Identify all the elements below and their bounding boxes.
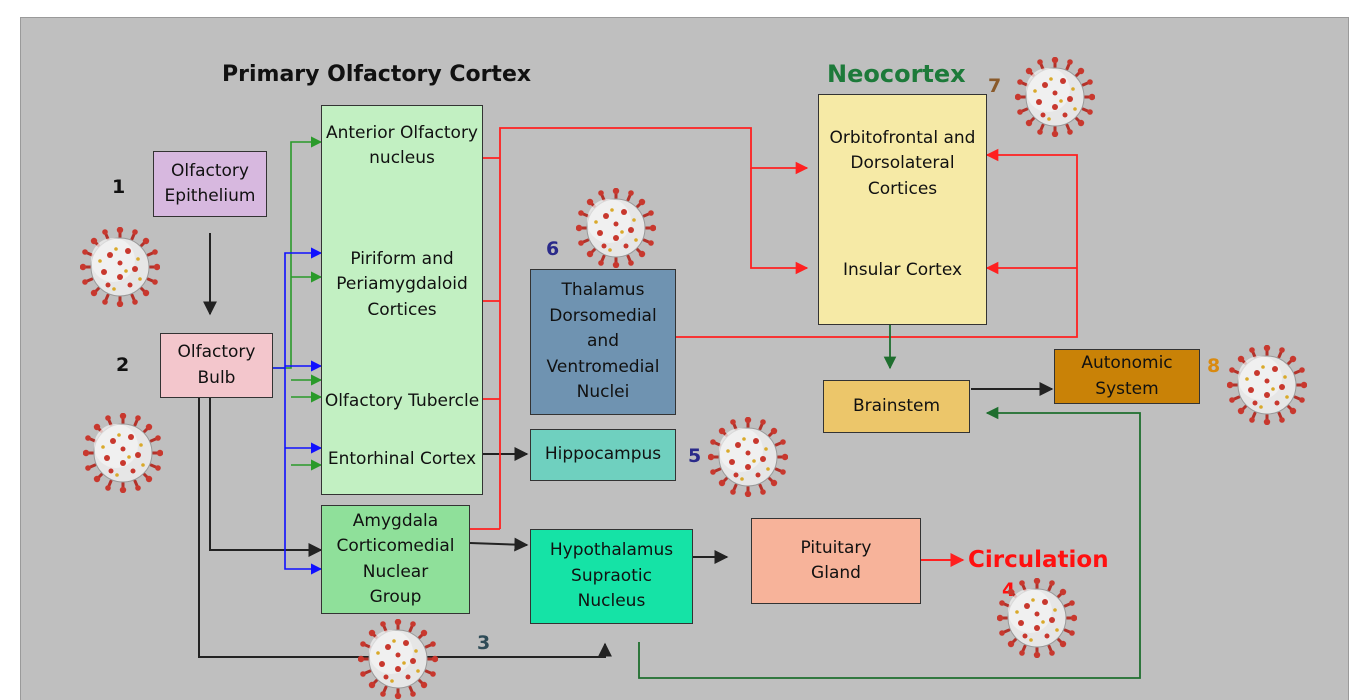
primary-olfactory-cortex-heading: Primary Olfactory Cortex: [222, 62, 532, 87]
step-number-2: 2: [116, 354, 130, 376]
brainstem-box: Brainstem: [823, 380, 970, 433]
pituitary-gland-label: Pituitary Gland: [800, 537, 872, 584]
olfactory-epithelium-box: Olfactory Epithelium: [153, 151, 267, 217]
bulb-blue-branch: [273, 247, 323, 369]
autonomic-system-label: Autonomic System: [1081, 353, 1173, 399]
coronavirus-icon: [997, 578, 1077, 658]
insular-cortex-label: Insular Cortex: [842, 260, 963, 281]
brainstem-label: Brainstem: [852, 395, 941, 416]
coronavirus-icon: [358, 619, 438, 699]
coronavirus-icon: [576, 188, 656, 268]
olfactory-bulb-box: Olfactory Bulb: [160, 333, 273, 398]
neocortex-box: [818, 94, 987, 325]
amygdala-to-hypothalamus-arrow: [469, 537, 529, 552]
orbitofrontal-dorsolateral-label: Orbitofrontal and Dorsolateral Cortices: [829, 127, 976, 199]
olfactory-bulb-label: Olfactory Bulb: [177, 342, 256, 388]
thalamus-box: Thalamus Dorsomedial and Ventromedial Nu…: [530, 269, 676, 415]
autonomic-system-box: Autonomic System: [1054, 349, 1200, 404]
primary-cortex-red-trunk: [499, 127, 809, 529]
coronavirus-icon: [708, 417, 788, 497]
coronavirus-icon: [1227, 345, 1307, 425]
piriform-periamygdaloid-label: Piriform and Periamygdaloid Cortices: [336, 248, 468, 320]
coronavirus-icon: [1015, 57, 1095, 137]
bulb-to-amygdala-arrow: [209, 398, 323, 557]
olfactory-epithelium-label: Olfactory Epithelium: [164, 160, 256, 207]
bulb-green-branch: [273, 136, 323, 369]
amygdala-box: Amygdala Corticomedial Nuclear Group: [321, 505, 470, 614]
coronavirus-icon: [83, 413, 163, 493]
circulation-heading: Circulation: [968, 547, 1109, 573]
hypothalamus-box: Hypothalamus Supraotic Nucleus: [530, 529, 693, 624]
primary-olfactory-cortex-box: [321, 105, 483, 495]
step-number-7: 7: [988, 75, 1002, 97]
pituitary-gland-box: Pituitary Gland: [751, 518, 921, 604]
step-number-6: 6: [546, 238, 560, 260]
olfactory-tubercle-label: Olfactory Tubercle: [324, 391, 480, 412]
coronavirus-icon: [80, 227, 160, 307]
hippocampus-label: Hippocampus: [544, 444, 662, 465]
thalamus-label: Thalamus Dorsomedial and Ventromedial Nu…: [546, 280, 660, 403]
step-number-3: 3: [477, 632, 491, 654]
step-number-1: 1: [112, 176, 126, 198]
thalamus-red-line: [676, 148, 1078, 338]
entorhinal-cortex-label: Entorhinal Cortex: [327, 449, 477, 470]
hypothalamus-label: Hypothalamus Supraotic Nucleus: [549, 540, 674, 612]
hypothalamus-to-brainstem-arrow: [638, 406, 1141, 679]
diagram-canvas: Primary Olfactory Cortex Neocortex Circu…: [20, 17, 1349, 700]
neocortex-heading: Neocortex: [827, 60, 966, 88]
amygdala-label: Amygdala Corticomedial Nuclear Group: [336, 510, 455, 608]
anterior-olfactory-nucleus-label: Anterior Olfactory nucleus: [325, 122, 478, 169]
step-number-8: 8: [1207, 355, 1221, 377]
step-number-5: 5: [688, 445, 702, 467]
hippocampus-box: Hippocampus: [530, 429, 676, 481]
